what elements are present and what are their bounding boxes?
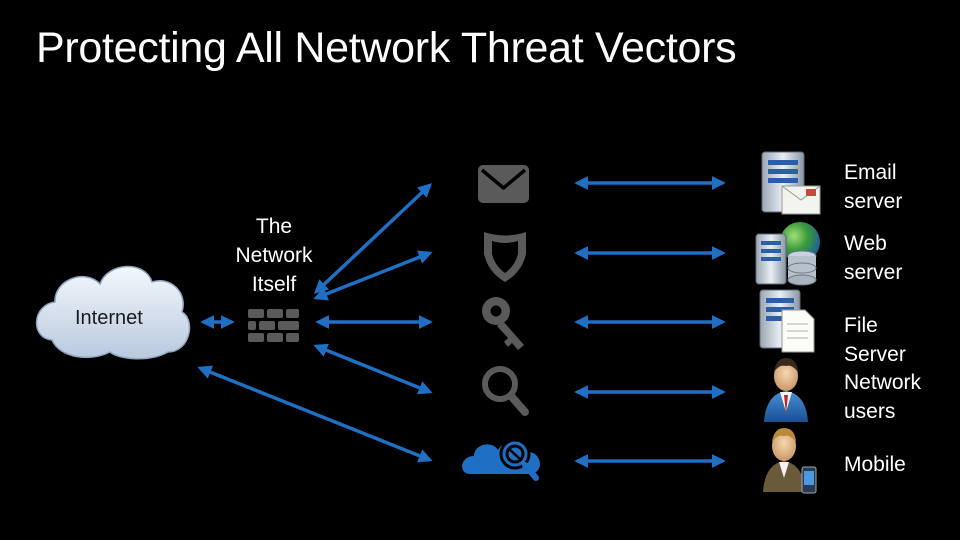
mobile-user-icon (763, 428, 817, 494)
web-server-label-line2: server (844, 261, 903, 284)
network-label: The Network Itself (222, 212, 326, 299)
mail-icon (478, 165, 529, 203)
network-users-label-line2: users (844, 400, 896, 423)
magnifier-icon (482, 366, 529, 416)
email-server-label-line1: Email (844, 161, 897, 184)
arrow-network-shield (313, 250, 433, 301)
email-server-label: Email server (844, 158, 902, 216)
internet-label: Internet (75, 307, 143, 329)
web-server-icon (755, 222, 820, 286)
file-server-label-line1: File (844, 314, 878, 337)
file-server-icon (759, 289, 815, 353)
arrow-internet-cloud-search (197, 365, 433, 463)
web-server-label-line1: Web (844, 232, 887, 255)
file-server-label: File Server (844, 311, 906, 369)
email-server-label-line2: server (844, 190, 903, 213)
firewall-icon (248, 309, 299, 342)
shield-icon (484, 232, 526, 282)
slide-title: Protecting All Network Threat Vectors (36, 24, 737, 72)
mobile-label: Mobile (844, 453, 906, 476)
network-label-line2: Network (235, 244, 313, 267)
network-label-line3: Itself (251, 273, 297, 296)
cloud-search-icon (462, 438, 540, 481)
arrow-network-magnifier (313, 343, 433, 395)
web-server-label: Web server (844, 229, 902, 287)
key-icon (482, 297, 524, 350)
network-label-line1: The (255, 215, 293, 238)
internet-cloud-icon (35, 265, 191, 360)
network-users-label: Network users (844, 368, 921, 426)
network-users-label-line1: Network (844, 371, 922, 394)
file-server-label-line2: Server (844, 343, 906, 366)
email-server-icon (761, 151, 821, 215)
network-user-icon (764, 358, 808, 422)
